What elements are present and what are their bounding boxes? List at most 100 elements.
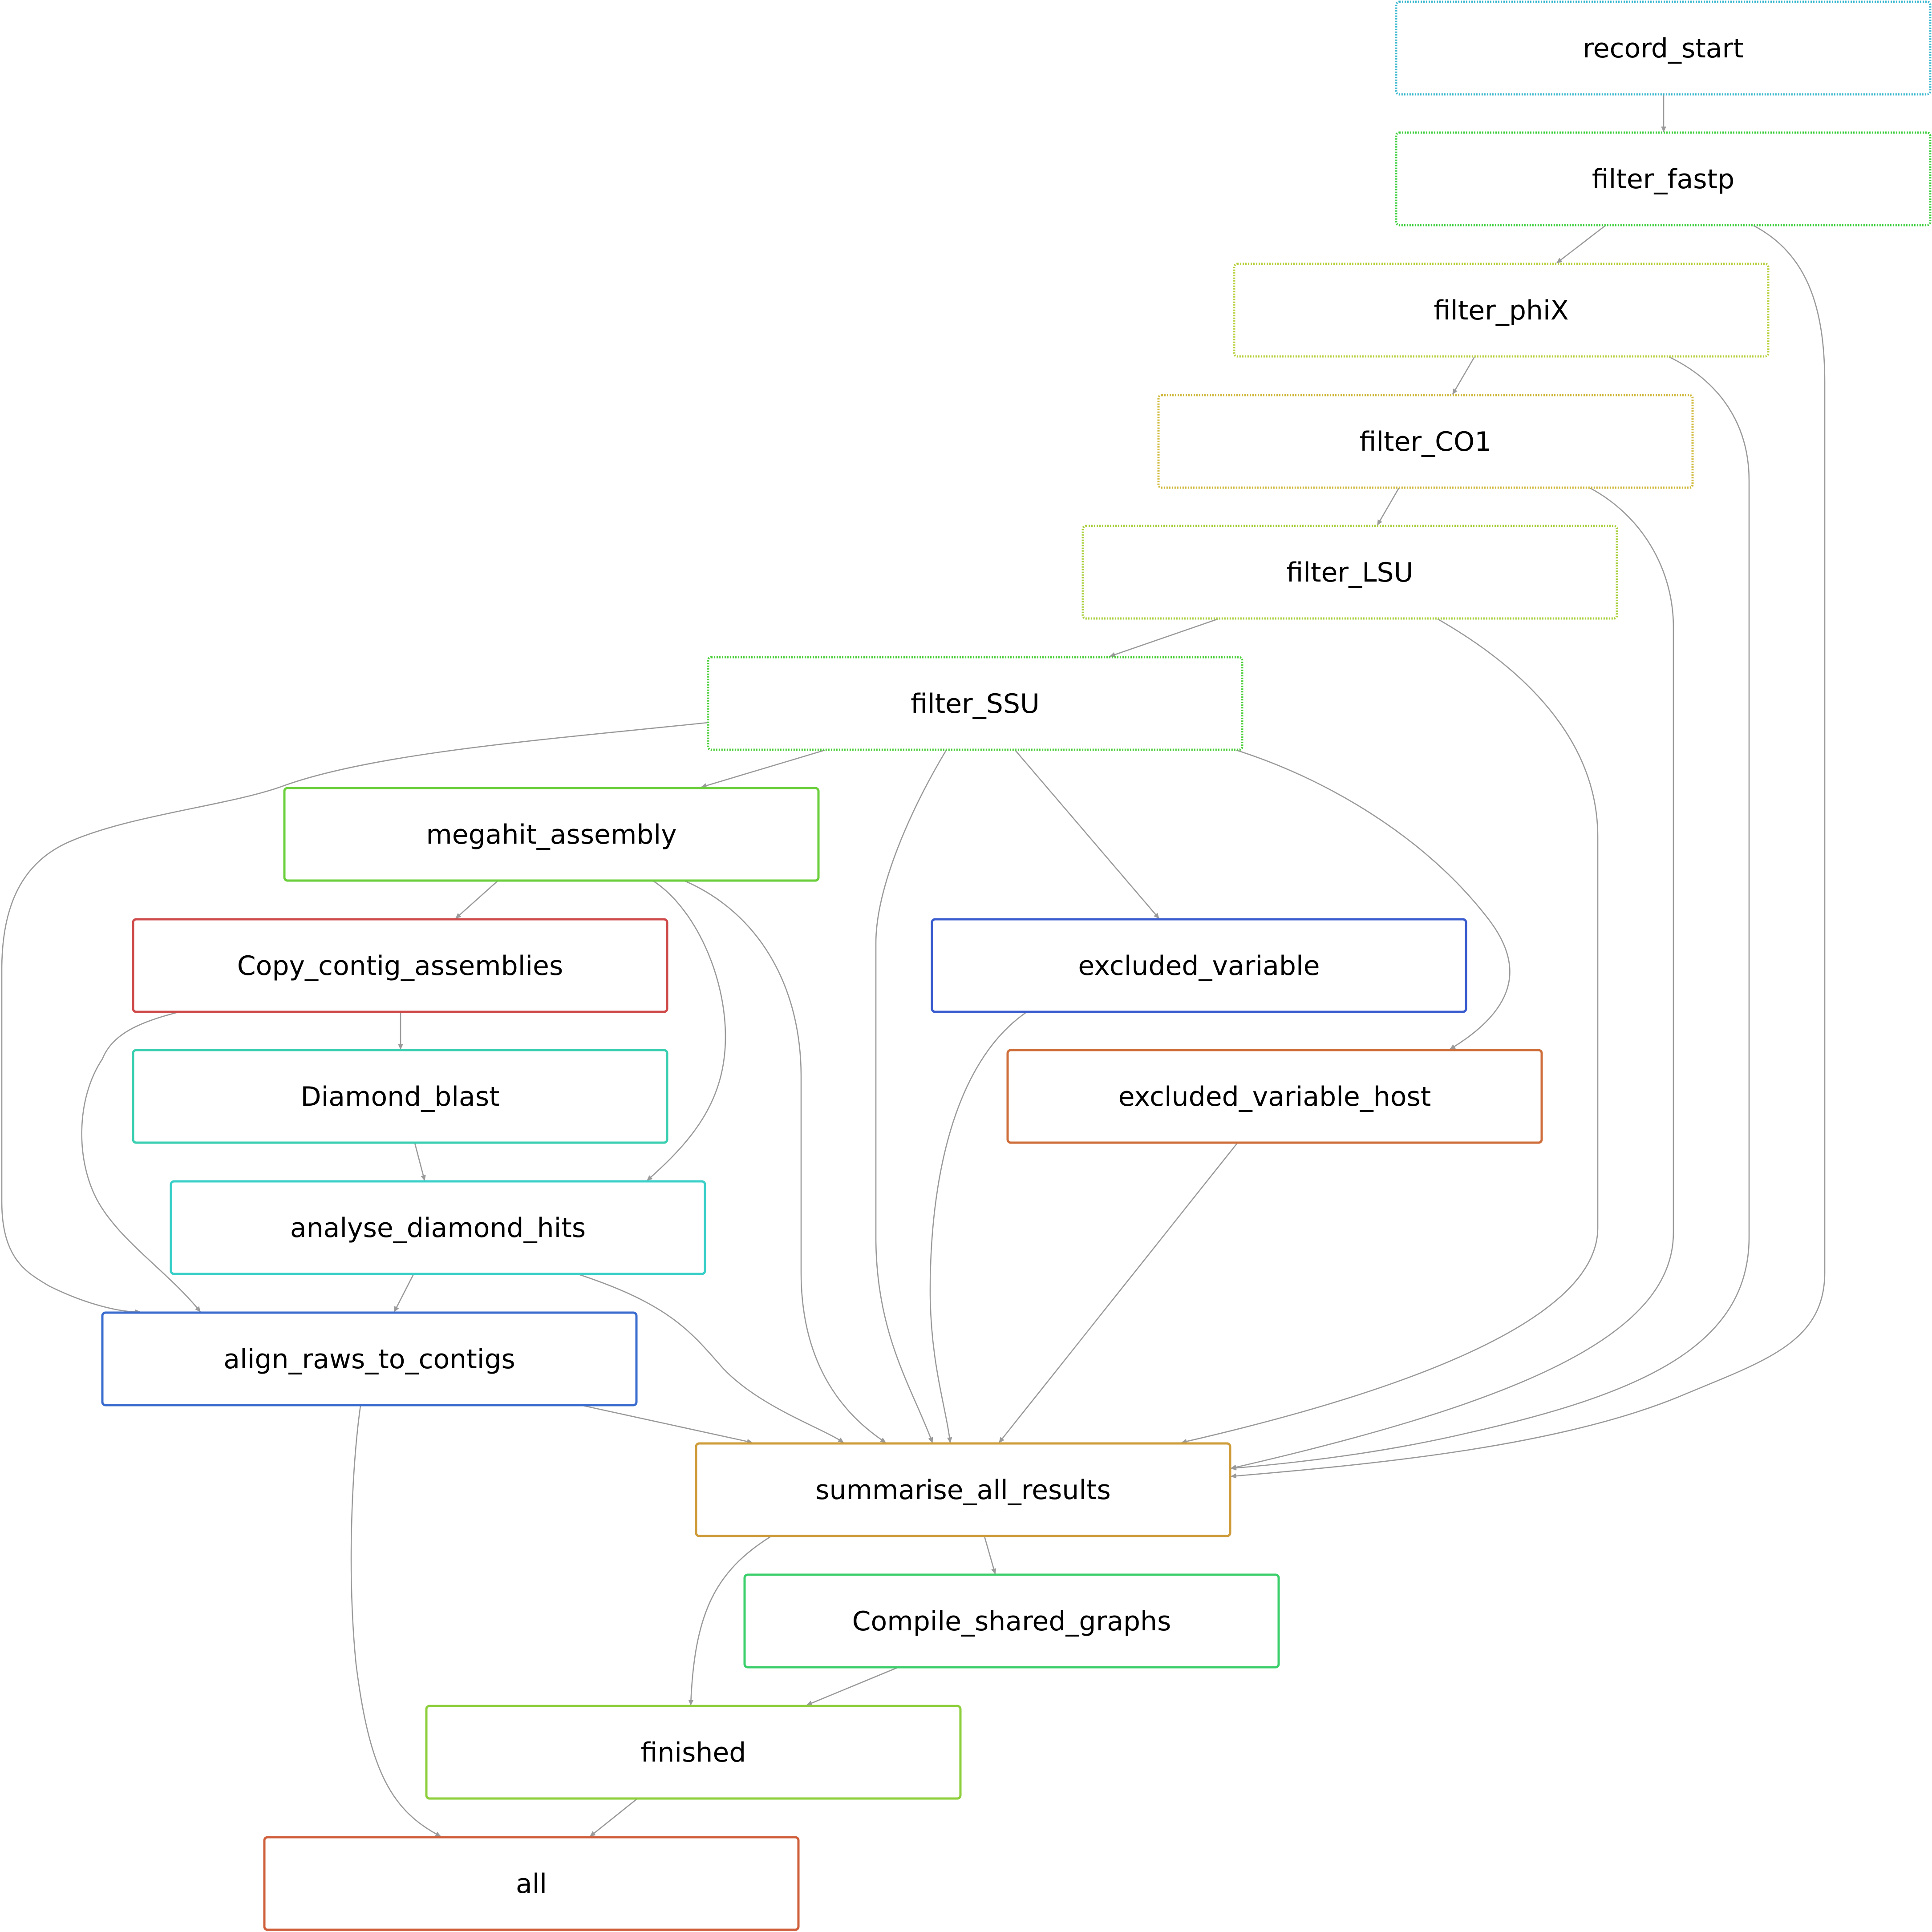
node-diamond-blast[interactable]: Diamond_blast	[132, 1049, 668, 1144]
node-all[interactable]: all	[263, 1836, 800, 1931]
node-excluded-variable[interactable]: excluded_variable	[931, 918, 1467, 1013]
edge-summarise_all_results-to-finished	[688, 1536, 771, 1706]
node-finished[interactable]: finished	[425, 1705, 962, 1800]
node-record-start[interactable]: record_start	[1395, 0, 1932, 96]
node-summarise-all-results[interactable]: summarise_all_results	[695, 1442, 1231, 1537]
edge-filter_phiX-to-summarise_all_results	[1230, 356, 1750, 1471]
edge-line	[1231, 487, 1674, 1469]
edge-summarise_all_results-to-Compile_shared_graphs	[984, 1536, 996, 1575]
node-align-raws-to-contigs[interactable]: align_raws_to_contigs	[101, 1311, 638, 1407]
edge-filter_CO1-to-summarise_all_results	[1230, 487, 1674, 1470]
node-label: all	[516, 1868, 547, 1900]
node-label: excluded_variable_host	[1118, 1081, 1431, 1112]
edge-line	[393, 1274, 414, 1312]
node-box[interactable]	[1006, 1049, 1543, 1144]
edge-filter_SSU-to-megahit_assembly	[701, 749, 825, 788]
node-copy-contig-assemblies[interactable]: Copy_contig_assemblies	[132, 918, 668, 1013]
edge-megahit_assembly-to-summarise_all_results	[685, 880, 887, 1443]
edge-line	[875, 750, 947, 1443]
node-label: analyse_diamond_hits	[290, 1213, 586, 1244]
edges-layer	[1, 95, 1826, 1837]
arrowhead	[455, 913, 462, 919]
node-label: megahit_assembly	[426, 819, 676, 850]
arrowhead	[398, 1044, 403, 1050]
node-label: Compile_shared_graphs	[852, 1606, 1171, 1637]
node-box[interactable]	[425, 1705, 962, 1800]
edge-filter_fastp-to-filter_phiX	[1556, 225, 1606, 264]
node-megahit-assembly[interactable]: megahit_assembly	[283, 787, 820, 882]
node-filter-co1[interactable]: filter_CO1	[1157, 394, 1694, 489]
edge-line	[647, 880, 726, 1181]
edge-line	[1015, 750, 1159, 919]
edge-line	[1377, 488, 1400, 525]
edge-line	[1236, 749, 1511, 1050]
edge-line	[583, 1405, 753, 1443]
node-label: filter_phiX	[1434, 295, 1568, 326]
node-label: record_start	[1583, 33, 1743, 64]
edge-filter_fastp-to-summarise_all_results	[1230, 225, 1826, 1479]
node-box[interactable]	[132, 918, 668, 1013]
edge-record_start-to-filter_fastp	[1661, 95, 1666, 133]
edge-filter_SSU-to-excluded_variable_host	[1236, 749, 1511, 1050]
edge-filter_CO1-to-filter_LSU	[1377, 488, 1400, 526]
edge-line	[685, 880, 886, 1443]
node-box[interactable]	[695, 1442, 1231, 1537]
node-compile-shared-graphs[interactable]: Compile_shared_graphs	[743, 1573, 1280, 1669]
arrowhead	[991, 1568, 996, 1575]
node-box[interactable]	[283, 787, 820, 882]
edge-line	[998, 1143, 1238, 1443]
node-box[interactable]	[263, 1836, 800, 1931]
node-box[interactable]	[1395, 0, 1932, 96]
node-label: excluded_variable	[1078, 950, 1320, 982]
node-label: filter_fastp	[1592, 164, 1734, 195]
edge-align_raws_to_contigs-to-summarise_all_results	[583, 1405, 753, 1444]
edge-analyse_diamond_hits-to-summarise_all_results	[578, 1273, 844, 1443]
node-box[interactable]	[1233, 263, 1770, 358]
edge-line	[1231, 356, 1750, 1469]
node-box[interactable]	[707, 656, 1243, 751]
arrowhead	[394, 1306, 399, 1313]
arrowhead	[806, 1701, 813, 1706]
arrowhead	[435, 1831, 441, 1837]
node-label: align_raws_to_contigs	[223, 1344, 515, 1375]
node-box[interactable]	[1081, 525, 1618, 620]
edge-Copy_contig_assemblies-to-align_raws_to_contigs	[81, 1011, 201, 1312]
edge-line	[81, 1011, 201, 1312]
node-label: Diamond_blast	[300, 1081, 499, 1112]
arrowhead	[1556, 258, 1563, 263]
node-analyse-diamond-hits[interactable]: analyse_diamond_hits	[170, 1180, 706, 1275]
edge-line	[1452, 356, 1475, 395]
node-excluded-variable-host[interactable]: excluded_variable_host	[1006, 1049, 1543, 1144]
edge-analyse_diamond_hits-to-align_raws_to_contigs	[393, 1274, 414, 1313]
edge-Compile_shared_graphs-to-finished	[806, 1667, 898, 1706]
node-box[interactable]	[1157, 394, 1694, 489]
edge-filter_LSU-to-filter_SSU	[1109, 618, 1219, 657]
edge-line	[984, 1536, 996, 1574]
arrowhead	[999, 1437, 1004, 1443]
edge-megahit_assembly-to-Copy_contig_assemblies	[455, 881, 498, 919]
node-filter-fastp[interactable]: filter_fastp	[1395, 131, 1932, 226]
arrowhead	[1377, 519, 1382, 526]
edge-line	[1556, 225, 1606, 264]
edge-line	[1110, 618, 1219, 657]
node-box[interactable]	[743, 1573, 1280, 1669]
edge-filter_phiX-to-filter_CO1	[1452, 356, 1475, 395]
nodes-layer: record_start filter_fastp filter_phiXfilte…	[101, 0, 1932, 1931]
node-label: filter_LSU	[1287, 557, 1414, 588]
edge-Copy_contig_assemblies-to-Diamond_blast	[398, 1012, 403, 1050]
node-filter-ssu[interactable]: filter_SSU	[707, 656, 1243, 751]
node-box[interactable]	[931, 918, 1467, 1013]
arrowhead	[928, 1437, 933, 1443]
node-label: filter_CO1	[1360, 426, 1492, 457]
node-box[interactable]	[132, 1049, 668, 1144]
arrowhead	[195, 1306, 201, 1312]
node-box[interactable]	[170, 1180, 706, 1275]
node-box[interactable]	[101, 1311, 638, 1407]
node-filter-lsu[interactable]: filter_LSU	[1081, 525, 1618, 620]
edge-excluded_variable-to-summarise_all_results	[929, 1011, 1027, 1443]
edge-line	[929, 1011, 1027, 1443]
node-filter-phix[interactable]: filter_phiX	[1233, 263, 1770, 358]
edge-line	[590, 1798, 637, 1837]
node-box[interactable]	[1395, 131, 1932, 226]
